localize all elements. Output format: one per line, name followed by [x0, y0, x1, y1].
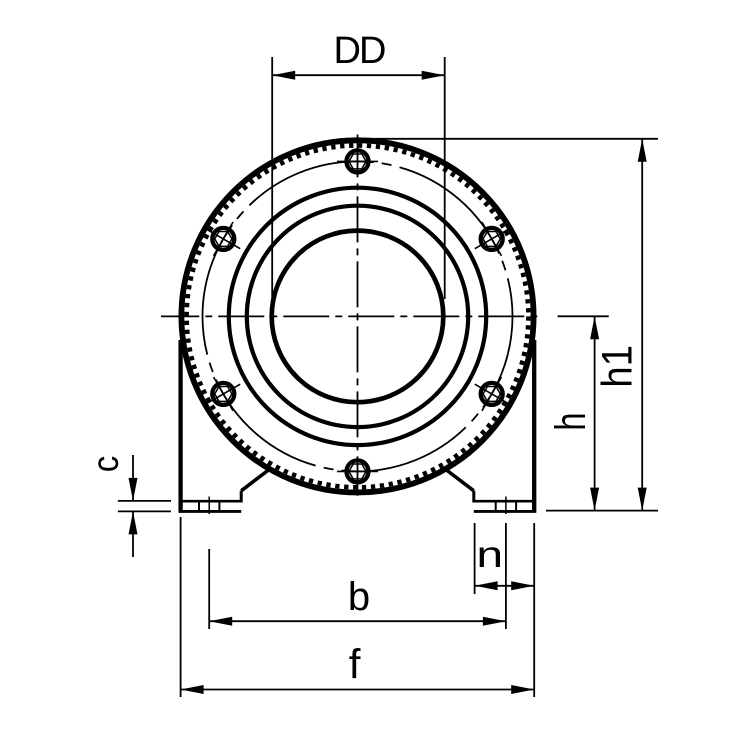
svg-text:DD: DD: [334, 30, 385, 72]
svg-text:f: f: [349, 641, 361, 688]
svg-text:h1: h1: [592, 345, 641, 388]
svg-text:n: n: [476, 534, 503, 575]
svg-text:b: b: [348, 575, 370, 619]
svg-text:c: c: [85, 456, 126, 472]
svg-text:h: h: [547, 412, 595, 430]
